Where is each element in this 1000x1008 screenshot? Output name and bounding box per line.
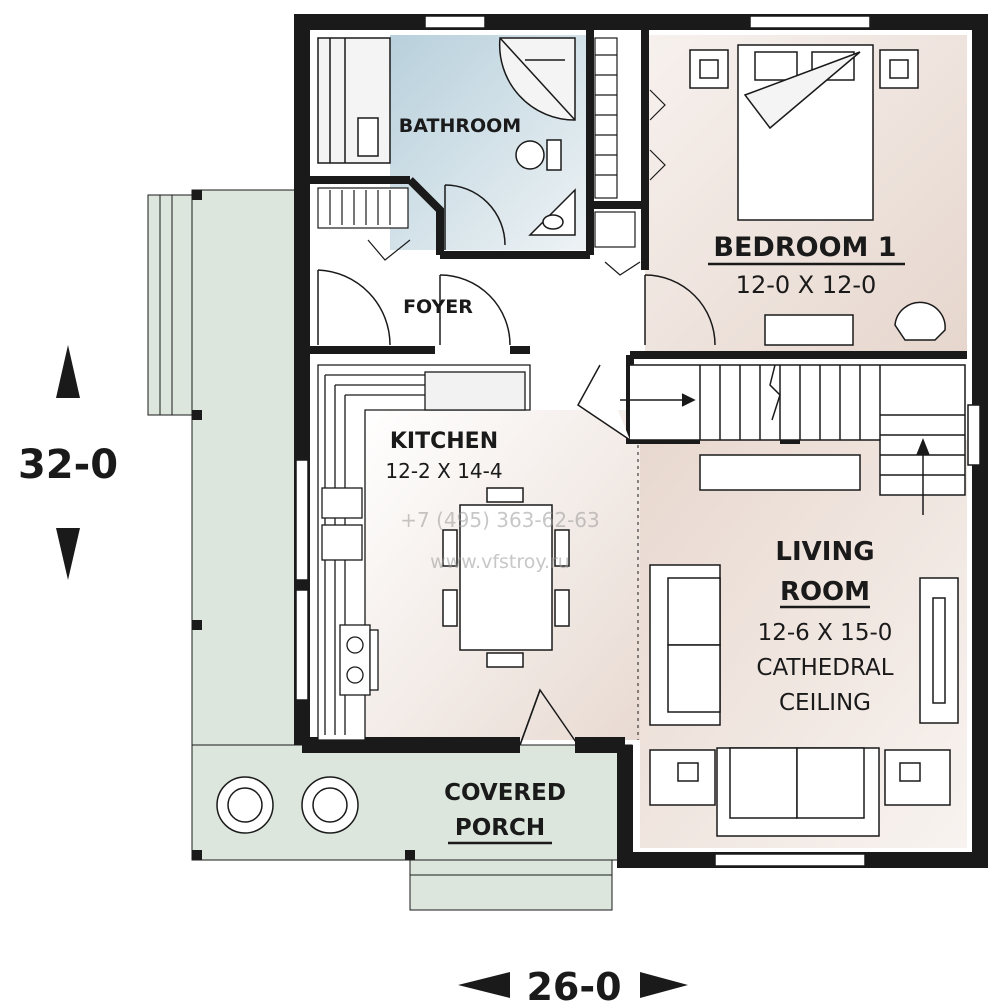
porch-chairs	[216, 776, 359, 834]
dining-table	[442, 487, 570, 668]
closets	[317, 37, 666, 276]
right-arrow-icon	[640, 972, 688, 998]
living-furniture	[637, 445, 959, 837]
depth-dimension-label: 32-0	[18, 442, 118, 488]
bathroom-label: BATHROOM	[399, 115, 521, 137]
kitchen-label: KITCHEN	[390, 429, 498, 454]
living-note-line2: CEILING	[779, 690, 871, 716]
left-arrow-icon	[458, 972, 510, 998]
width-dimension: 26-0	[458, 965, 688, 1008]
living-label-line2: ROOM	[780, 577, 870, 607]
width-dimension-label: 26-0	[526, 965, 621, 1008]
kitchen-fixtures	[317, 364, 531, 741]
up-arrow-icon	[56, 345, 80, 398]
stairs	[577, 364, 966, 515]
porch-area	[147, 189, 633, 911]
down-arrow-icon	[56, 528, 80, 580]
bedroom1-label: BEDROOM 1	[713, 232, 896, 263]
living-label-line1: LIVING	[775, 537, 874, 567]
foyer-label: FOYER	[403, 296, 473, 318]
living-note-line1: CATHEDRAL	[756, 655, 893, 681]
depth-dimension: 32-0	[18, 345, 118, 580]
kitchen-size: 12-2 X 14-4	[385, 459, 502, 483]
watermark-phone: +7 (495) 363-62-63	[400, 508, 599, 532]
bedroom1-size: 12-0 X 12-0	[736, 271, 877, 299]
porch-label-line1: COVERED	[444, 780, 566, 806]
watermark-site: www.vfstroy.ru	[430, 551, 570, 573]
bathroom-fixtures	[317, 37, 576, 236]
bedroom-furniture	[689, 44, 946, 346]
living-size: 12-6 X 15-0	[758, 620, 893, 646]
porch-label-line2: PORCH	[455, 815, 545, 841]
windows	[295, 15, 981, 867]
doors	[317, 184, 716, 746]
